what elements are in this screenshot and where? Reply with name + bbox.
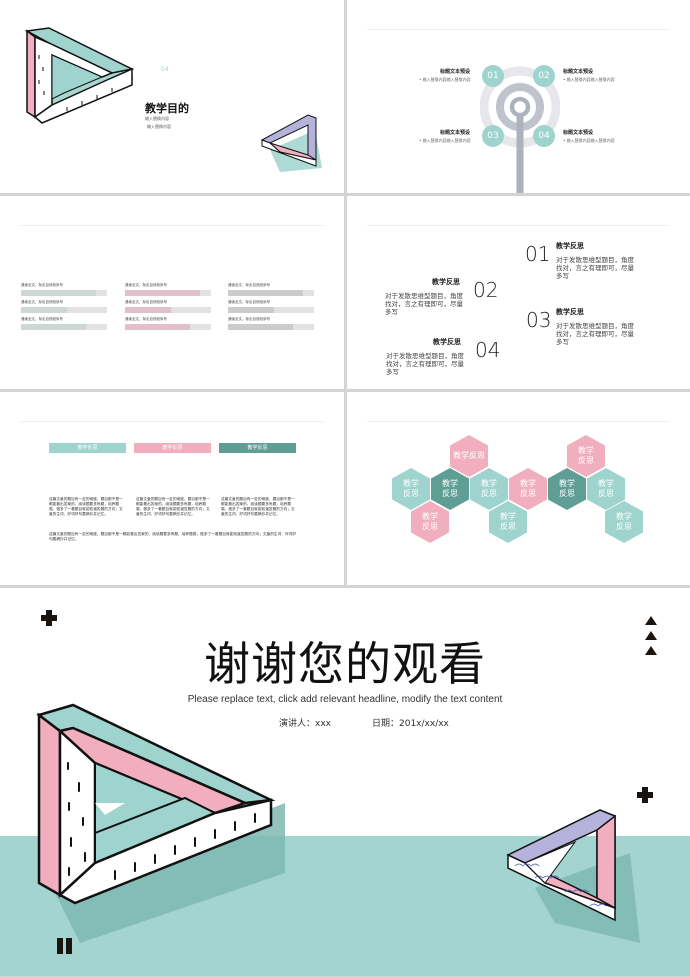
closing-title: 谢谢您的观看 xyxy=(204,637,486,691)
item-title: 标题文本预设 xyxy=(440,69,471,75)
section-title: 教学目的 xyxy=(145,102,189,115)
progress-bar xyxy=(21,290,107,296)
progress-fill xyxy=(21,290,96,296)
small-triangle-icon xyxy=(260,114,322,172)
speaker-label: 演讲人：xxx xyxy=(279,719,331,729)
item-title: 标题文本预设 xyxy=(563,69,594,75)
column-tag: 教学反思 xyxy=(134,443,211,453)
wide-paragraph: 这篇文章的题目有一定的难度，题目都不是一眼能看出答案的，阅读题要多练题，培养题感… xyxy=(49,532,297,541)
item-number: 02 xyxy=(473,278,499,302)
progress-bar xyxy=(228,324,314,330)
progress-bar xyxy=(228,290,314,296)
divider xyxy=(367,225,670,226)
section-subtitle: 输入替换内容 xyxy=(147,124,171,129)
hexagon-cell: 教学反思 xyxy=(509,468,547,510)
section-subtitle: 输入替换内容 xyxy=(145,116,169,121)
column-tag: 教学反思 xyxy=(219,443,296,453)
item-number: 01 xyxy=(525,242,551,266)
progress-fill xyxy=(21,307,67,313)
item-number: 04 xyxy=(475,338,501,362)
hexagon-cell: 教学反思 xyxy=(411,501,449,543)
progress-label: 通读全文，标出自然段序号 xyxy=(21,317,63,321)
progress-label: 通读全文，标出自然段序号 xyxy=(228,300,270,304)
hexagon-cell: 教学反思 xyxy=(567,435,605,477)
progress-fill xyxy=(125,307,171,313)
progress-label: 通读全文，标出自然段序号 xyxy=(228,283,270,287)
divider xyxy=(20,225,324,226)
item-text: 对于发散思维型题目，角度找对，言之有理即可，尽量多写 xyxy=(556,322,634,346)
progress-fill xyxy=(228,307,274,313)
slide-closing[interactable]: 谢谢您的观看 Please replace text, click add re… xyxy=(0,588,690,976)
item-title: 标题文本预设 xyxy=(563,130,594,136)
slide-thumbnail-reflection-list[interactable]: 01 教学反思 对于发散思维型题目，角度找对，言之有理即可，尽量多写 02 教学… xyxy=(347,196,690,389)
progress-bar xyxy=(125,290,211,296)
progress-label: 通读全文，标出自然段序号 xyxy=(125,283,167,287)
divider xyxy=(20,421,324,422)
impossible-triangle-icon xyxy=(24,27,135,124)
step-badge-04: 04 xyxy=(533,125,555,147)
date-label: 日期：201x/xx/xx xyxy=(372,719,449,729)
hexagon-cell: 教学反思 xyxy=(489,501,527,543)
progress-label: 通读全文，标出自然段序号 xyxy=(125,300,167,304)
triangle-up-icon xyxy=(645,631,657,640)
item-text: 对于发散思维型题目，角度找对，言之有理即可，尽量多写 xyxy=(385,292,463,316)
progress-fill xyxy=(125,290,200,296)
item-text: • 输入替换内容输入替换内容 xyxy=(563,138,615,143)
plus-icon xyxy=(41,610,57,626)
slide-thumbnail-signal-diagram[interactable]: 01 02 03 04 标题文本预设 • 输入替换内容输入替换内容 标题文本预设… xyxy=(347,0,690,193)
hexagon-cell: 教学反思 xyxy=(470,468,508,510)
item-text: • 输入替换内容输入替换内容 xyxy=(419,77,471,82)
item-title: 教学反思 xyxy=(556,308,584,316)
progress-fill xyxy=(228,290,303,296)
item-title: 教学反思 xyxy=(433,338,461,346)
item-text: • 输入替换内容输入替换内容 xyxy=(563,77,615,82)
progress-fill xyxy=(125,324,191,330)
progress-bar xyxy=(21,324,107,330)
slide-thumbnail-hexagon-grid[interactable]: 教学反思 教学反思 教学反思 教学反思 教学反思 教学反思 教学反思 教学反思 … xyxy=(347,392,690,585)
progress-fill xyxy=(228,324,294,330)
triangle-up-icon xyxy=(645,646,657,655)
progress-label: 通读全文，标出自然段序号 xyxy=(21,283,63,287)
column-tag: 教学反思 xyxy=(49,443,126,453)
signal-tower-icon xyxy=(480,66,560,193)
slide-thumbnail-grid: 04 教学目的 输入替换内容 输入替换内容 01 02 03 04 标题文本预设… xyxy=(0,0,690,585)
column-paragraph: 这篇文章的题目有一定的难度，题目都不是一眼能看出答案的，阅读题要多练题，培养题感… xyxy=(49,497,123,516)
slide-thumbnail-progress-bars[interactable]: 通读全文，标出自然段序号 通读全文，标出自然段序号 通读全文，标出自然段序号 通… xyxy=(0,196,344,389)
item-number: 03 xyxy=(526,308,552,332)
item-title: 标题文本预设 xyxy=(440,130,471,136)
progress-bar xyxy=(21,307,107,313)
item-text: • 输入替换内容输入替换内容 xyxy=(419,138,471,143)
column-paragraph: 这篇文章的题目有一定的难度，题目都不是一眼能看出答案的，阅读题要多练题，培养题感… xyxy=(136,497,210,516)
large-impossible-triangle-icon xyxy=(36,703,285,943)
progress-bar xyxy=(228,307,314,313)
closing-subtitle: Please replace text, click add relevant … xyxy=(187,694,503,705)
hexagon-cell: 教学反思 xyxy=(450,435,488,477)
progress-bar xyxy=(125,307,211,313)
item-title: 教学反思 xyxy=(556,242,584,250)
item-text: 对于发散思维型题目，角度找对，言之有理即可，尽量多写 xyxy=(556,256,634,280)
step-badge-02: 02 xyxy=(533,65,555,87)
progress-label: 通读全文，标出自然段序号 xyxy=(125,317,167,321)
hexagon-cell: 教学反思 xyxy=(431,468,469,510)
progress-label: 通读全文，标出自然段序号 xyxy=(21,300,63,304)
slide-thumbnail-teaching-objective[interactable]: 04 教学目的 输入替换内容 输入替换内容 xyxy=(0,0,344,193)
plus-icon xyxy=(637,787,653,803)
pause-icon xyxy=(57,938,73,954)
step-badge-01: 01 xyxy=(482,65,504,87)
small-impossible-triangle-icon xyxy=(506,809,640,943)
section-number: 04 xyxy=(161,66,169,73)
hexagon-cell: 教学反思 xyxy=(548,468,586,510)
step-badge-03: 03 xyxy=(482,125,504,147)
progress-label: 通读全文，标出自然段序号 xyxy=(228,317,270,321)
hexagon-cell: 教学反思 xyxy=(392,468,430,510)
divider xyxy=(367,421,670,422)
item-text: 对于发散思维型题目，角度找对，言之有理即可，尽量多写 xyxy=(386,352,464,376)
slide-thumbnail-three-columns[interactable]: 教学反思 教学反思 教学反思 这篇文章的题目有一定的难度，题目都不是一眼能看出答… xyxy=(0,392,344,585)
progress-fill xyxy=(21,324,87,330)
progress-bar xyxy=(125,324,211,330)
column-paragraph: 这篇文章的题目有一定的难度，题目都不是一眼能看出答案的，阅读题要多练题，培养题感… xyxy=(221,497,295,516)
divider xyxy=(367,29,670,30)
item-title: 教学反思 xyxy=(432,278,460,286)
triangle-up-icon xyxy=(645,616,657,625)
